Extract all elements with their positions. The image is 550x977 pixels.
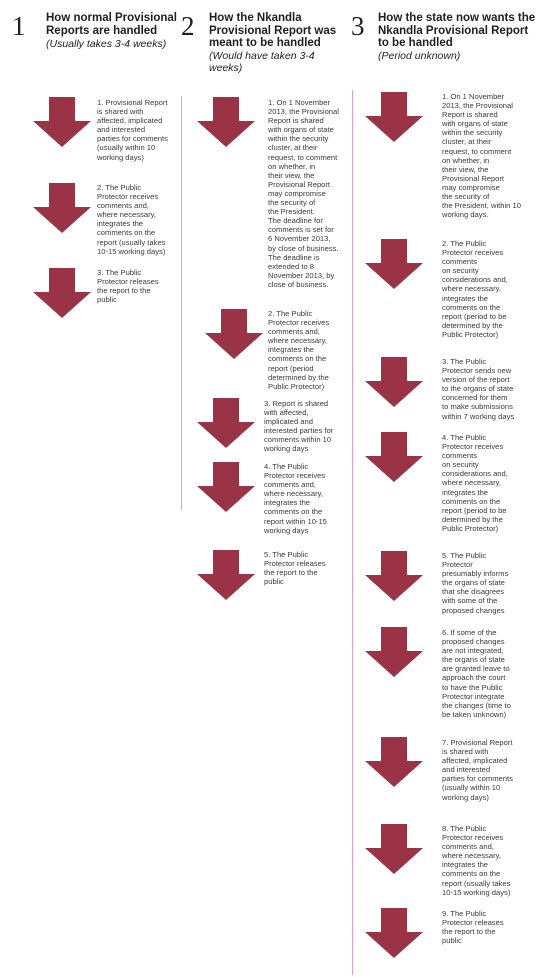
column-divider-1 (181, 96, 182, 510)
flow-step: 8. The Public Protector receives comment… (442, 824, 511, 897)
flow-step: 4. The Public Protector receives comment… (442, 433, 508, 533)
column-2-subtitle: (Would have taken 3-4 weeks) (209, 50, 315, 74)
column-1-number: 1 (12, 11, 26, 41)
arrow-down-icon (365, 239, 423, 289)
column-1-title: How normal Provisional Reports are handl… (46, 12, 177, 37)
flow-step: 9. The Public Protector releases the rep… (442, 909, 504, 946)
flow-step: 1. Provisional Report is shared with aff… (97, 98, 168, 162)
flow-step: 4. The Public Protector receives comment… (264, 462, 327, 535)
flow-step: 3. The Public Protector releases the rep… (97, 268, 159, 305)
arrow-down-icon (33, 268, 91, 318)
arrow-down-icon (197, 97, 255, 147)
flow-step: 7. Provisional Report is shared with aff… (442, 738, 513, 802)
arrow-down-icon (197, 398, 255, 448)
arrow-down-icon (197, 462, 255, 512)
column-3-title: How the state now wants the Nkandla Prov… (378, 12, 536, 49)
flow-step: 6. If some of the proposed changes are n… (442, 628, 511, 719)
arrow-down-icon (365, 92, 423, 142)
arrow-down-icon (365, 627, 423, 677)
flow-step: 2. The Public Protector receives comment… (268, 309, 330, 391)
flow-step: 3. Report is shared with affected, impli… (264, 399, 334, 454)
flow-step: 1. On 1 November 2013, the Provisional R… (442, 92, 521, 220)
flow-step: 3. The Public Protector sends new versio… (442, 357, 515, 421)
column-1-subtitle: (Usually takes 3-4 weeks) (46, 38, 167, 50)
arrow-down-icon (197, 550, 255, 600)
column-divider-2 (352, 90, 353, 975)
arrow-down-icon (33, 97, 91, 147)
flow-step: 1. On 1 November 2013, the Provisional R… (268, 98, 339, 289)
flow-step: 2. The Public Protector receives comment… (442, 239, 508, 339)
arrow-down-icon (365, 432, 423, 482)
column-2-number: 2 (181, 11, 195, 41)
column-3-subtitle: (Period unknown) (378, 50, 461, 62)
column-3-number: 3 (351, 11, 365, 41)
arrow-down-icon (365, 551, 423, 601)
column-2-title: How the Nkandla Provisional Report was m… (209, 12, 337, 49)
flow-step: 2. The Public Protector receives comment… (97, 183, 166, 256)
arrow-down-icon (365, 357, 423, 407)
arrow-down-icon (365, 737, 423, 787)
arrow-down-icon (205, 309, 263, 359)
flow-step: 5. The Public Protector releases the rep… (264, 550, 326, 587)
arrow-down-icon (365, 908, 423, 958)
flow-step: 5. The Public Protector presumably infor… (442, 551, 509, 615)
arrow-down-icon (33, 183, 91, 233)
arrow-down-icon (365, 824, 423, 874)
